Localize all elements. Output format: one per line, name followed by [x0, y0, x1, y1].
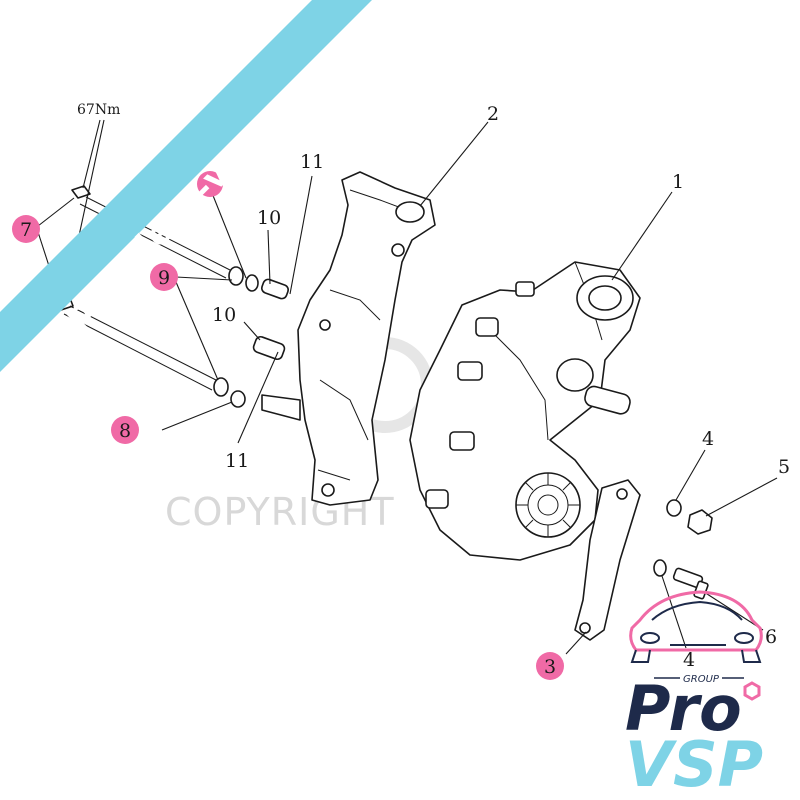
gearbox-housing: [409, 261, 641, 561]
callout-4-upper: 4: [702, 428, 714, 450]
nut-5: [687, 509, 713, 535]
logo-hex-icon: [743, 681, 761, 701]
callout-11-lower: 11: [225, 450, 249, 472]
svg-text:2: 2: [487, 103, 499, 125]
banner-stripe: [0, 0, 372, 372]
svg-text:11: 11: [225, 450, 249, 472]
callout-9-partial: [197, 171, 223, 197]
car-icon: [629, 590, 763, 663]
hardware-right: [653, 499, 713, 600]
logo-group-text: GROUP: [683, 674, 720, 685]
callout-6: 6: [765, 626, 777, 648]
washer-upper-b: [245, 274, 259, 292]
callout-5: 5: [778, 456, 790, 478]
svg-text:3: 3: [544, 656, 556, 678]
bushing-upper: [260, 278, 290, 300]
svg-text:5: 5: [778, 456, 790, 478]
callout-3: 3: [536, 652, 564, 680]
callout-2: 2: [487, 103, 499, 125]
callout-4-lower: 4: [683, 649, 695, 671]
svg-text:11: 11: [300, 151, 324, 173]
callout-8: 8: [111, 416, 139, 444]
washer-4-upper: [666, 499, 682, 517]
torque-label: 67Nm: [77, 102, 120, 118]
svg-text:4: 4: [702, 428, 714, 450]
svg-text:4: 4: [683, 649, 695, 671]
washer-upper-a: [228, 266, 244, 286]
callout-10-lower: 10: [212, 304, 236, 326]
callouts: 67Nm 1 2 3 4 4 5 6 7 8: [12, 102, 790, 680]
svg-text:10: 10: [212, 304, 236, 326]
svg-text:8: 8: [119, 420, 131, 442]
bushing-lower: [252, 335, 286, 361]
logo-vsp-text: VSP: [625, 728, 763, 800]
svg-text:10: 10: [257, 207, 281, 229]
washer-lower-b: [230, 390, 246, 408]
svg-text:6: 6: [765, 626, 777, 648]
svg-text:9: 9: [158, 267, 170, 289]
callout-11-upper: 11: [300, 151, 324, 173]
bolt-6: [672, 567, 709, 600]
mounting-bracket: [261, 171, 436, 506]
copyright-watermark: COPYRIGHT: [165, 337, 433, 534]
callout-9: 9: [150, 263, 178, 291]
washer-lower-a: [213, 377, 229, 397]
link-arm: [574, 479, 641, 641]
banner-text: pro-piece-vsp.com: [56, 58, 334, 336]
callout-1: 1: [672, 171, 684, 193]
svg-text:1: 1: [672, 171, 684, 193]
washer-4-lower: [653, 559, 667, 577]
provsp-logo: GROUP Pro VSP: [625, 590, 763, 800]
callout-7: 7: [12, 215, 40, 243]
svg-text:7: 7: [20, 219, 32, 241]
logo-pro-text: Pro: [625, 672, 742, 745]
callout-10-upper: 10: [257, 207, 281, 229]
